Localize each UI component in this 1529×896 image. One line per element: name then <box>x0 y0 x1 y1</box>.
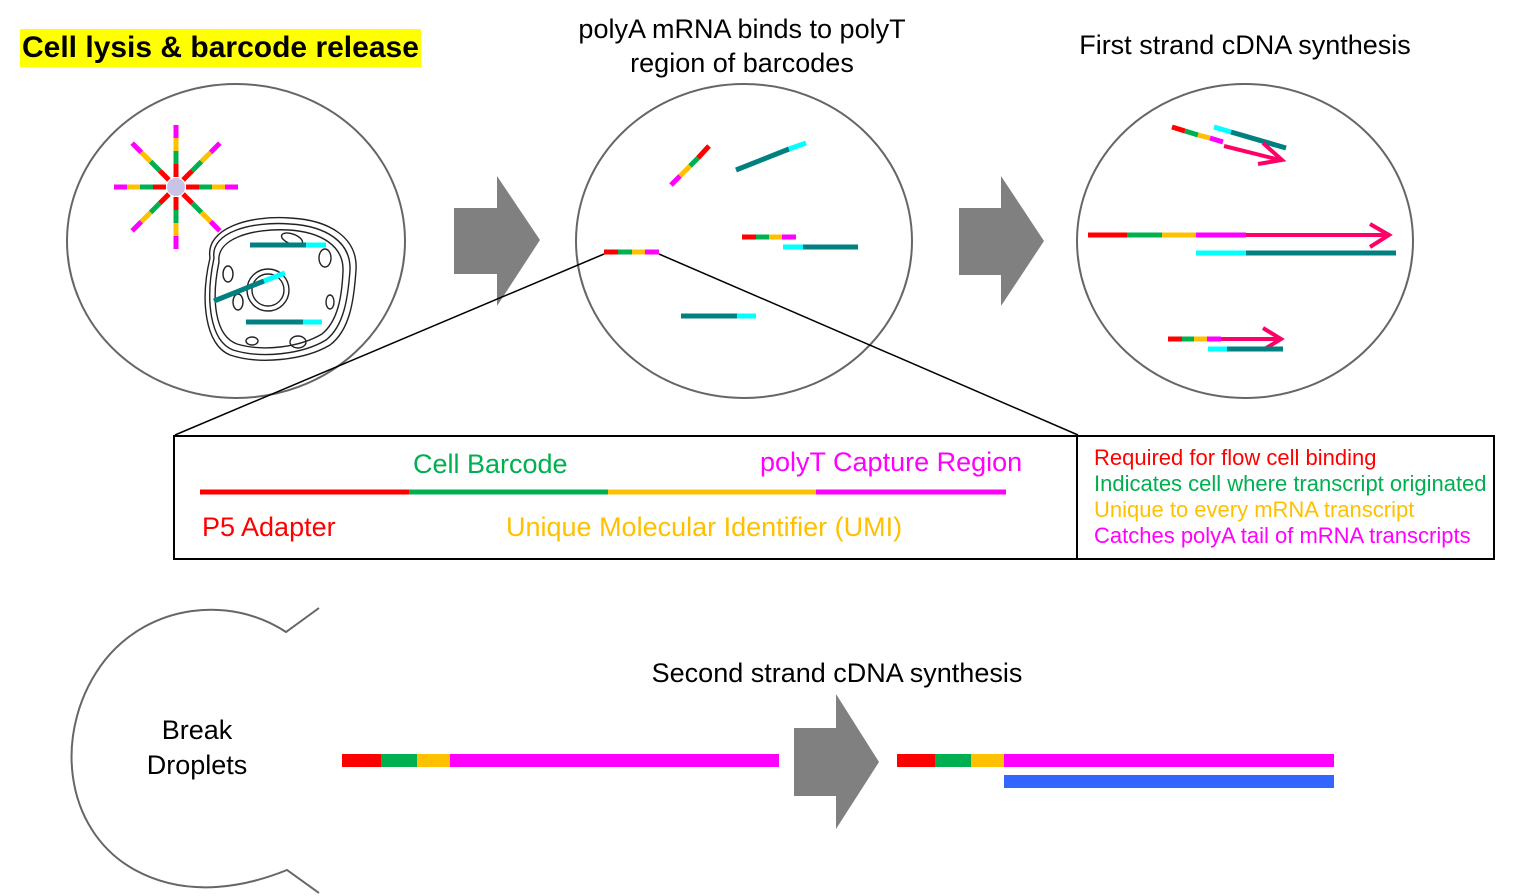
break-droplets-label: Break Droplets <box>120 713 274 783</box>
droplet-binding <box>174 83 1079 436</box>
step-title-lysis: Cell lysis & barcode release <box>20 29 421 67</box>
bead-barcode-segment <box>157 168 171 182</box>
bead-barcode-segment <box>130 219 144 233</box>
step-title-second-strand: Second strand cDNA synthesis <box>651 658 1023 688</box>
pre-second-strand-molecule <box>342 754 779 767</box>
barcode-bead <box>114 125 238 249</box>
legend-item-p5: Required for flow cell binding <box>1094 445 1377 470</box>
bead-barcode-segment <box>190 201 204 215</box>
cell-barcode-label: Cell Barcode <box>413 449 568 479</box>
break-line2: Droplets <box>146 750 248 780</box>
bead-barcode-segment <box>208 219 222 233</box>
barcode-detail-box <box>173 435 1495 560</box>
bead-barcode-segment <box>157 192 171 206</box>
legend-item-polyt: Catches polyA tail of mRNA transcripts <box>1094 523 1471 548</box>
step-title-binding-line1: polyA mRNA binds to polyT <box>578 14 906 44</box>
step-title-binding: polyA mRNA binds to polyT region of barc… <box>540 12 944 80</box>
bead-barcode-segment <box>130 141 144 155</box>
bead-barcode-segment <box>148 159 162 173</box>
droplet-lysis <box>66 83 406 399</box>
bead-barcode-segment <box>181 192 195 206</box>
bead-barcode-segment <box>199 150 213 164</box>
bead-barcode-segment <box>181 168 195 182</box>
bead-barcode-segment <box>139 150 153 164</box>
umi-label: Unique Molecular Identifier (UMI) <box>506 512 903 542</box>
p5-adapter-label: P5 Adapter <box>202 512 336 542</box>
polyt-label: polyT Capture Region <box>760 447 1023 477</box>
droplet-first-strand <box>1076 83 1414 399</box>
legend-item-umi: Unique to every mRNA transcript <box>1094 497 1415 522</box>
bead-barcode-segment <box>208 141 222 155</box>
step-arrow-1 <box>454 176 540 306</box>
double-stranded-cdna <box>897 754 1334 788</box>
step-arrow-3 <box>794 694 879 829</box>
bead-barcode-segment <box>139 210 153 224</box>
step-title-first-strand: First strand cDNA synthesis <box>1079 30 1411 60</box>
broken-droplet <box>70 607 320 894</box>
step-arrow-2 <box>959 176 1044 306</box>
legend-item-cell-barcode: Indicates cell where transcript originat… <box>1094 471 1487 496</box>
lysed-cell <box>204 216 357 361</box>
bead-barcode-segment <box>148 201 162 215</box>
bead-barcode-segment <box>190 159 204 173</box>
bead-barcode-segment <box>199 210 213 224</box>
break-line1: Break <box>161 715 233 745</box>
step-title-binding-line2: region of barcodes <box>630 48 854 78</box>
